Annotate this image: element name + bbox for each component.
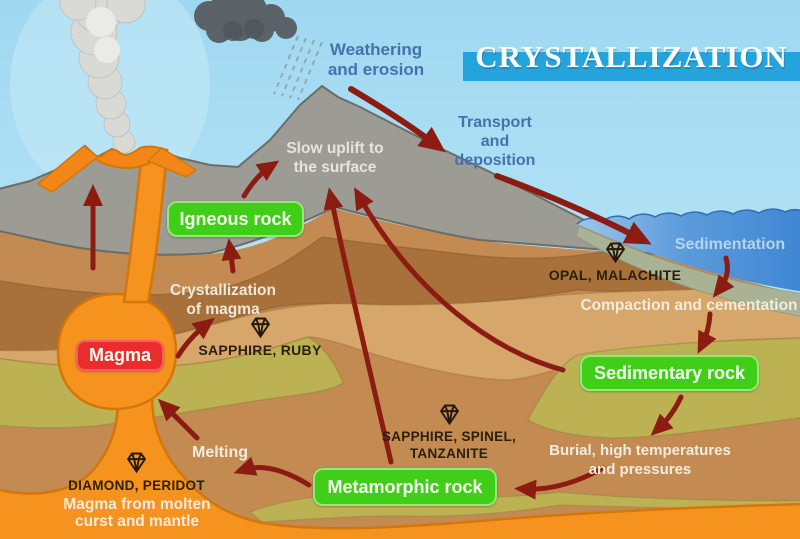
metamorphic-melting-arrow [233,456,312,488]
sedimentation-down-arrow [712,255,735,298]
node-metamorphic-rock: Metamorphic rock [313,468,497,506]
uplift-arrow-deep [354,187,566,373]
melting-magma-arrow [157,398,200,441]
gem-diamond-peridot: DIAMOND, PERIDOT [49,450,224,495]
node-magma: Magma [76,340,164,371]
smoke-plume-icon [59,0,146,154]
crystallization-igneous-arrow [221,238,242,274]
node-sedimentary-rock: Sedimentary rock [580,355,759,391]
compaction-down-arrow [697,311,717,354]
mountain [0,84,658,256]
diamond-icon [439,404,459,426]
page-title: CRYSTALLIZATION [475,39,788,74]
uplift-arrow-metamorphic [323,187,394,465]
sedimentary-burial-arrow [650,394,684,436]
title-banner: CRYSTALLIZATION [463,39,800,81]
lava-flow-left [36,145,100,193]
igneous-rock-label: Igneous rock [179,208,292,229]
burial-metamorphic-arrow [514,465,606,500]
metamorphic-rock-label: Metamorphic rock [327,476,483,497]
gem-sapphire-spinel-tanzanite: SAPPHIRE, SPINEL, TANZANITE [364,402,534,462]
volcano-conduit [122,148,169,304]
sedimentary-rock-label: Sedimentary rock [593,362,746,383]
diamond-icon [250,317,270,339]
magma-label: Magma [88,345,151,365]
magma-crystallization-arrow [175,317,215,359]
saddle-uplift-arrow [241,160,280,199]
volcano-crater-lava [81,145,166,170]
lava-flow-right [146,147,198,178]
sea-wave-line [576,208,800,225]
diamond-icon [126,452,147,474]
gem-sapphire-ruby: SAPPHIRE, RUBY [185,315,335,360]
mantle-magma [0,394,800,539]
weathering-arrow [348,86,446,153]
seafloor-band [575,225,800,317]
node-igneous-rock: Igneous rock [167,201,304,237]
rain-cloud-icon [194,0,297,43]
transport-arrow [494,173,652,245]
rain-lines [273,35,323,101]
diamond-icon [605,242,625,264]
gem-opal-malachite: OPAL, MALACHITE [540,240,690,285]
cycle-arrows [83,86,735,500]
